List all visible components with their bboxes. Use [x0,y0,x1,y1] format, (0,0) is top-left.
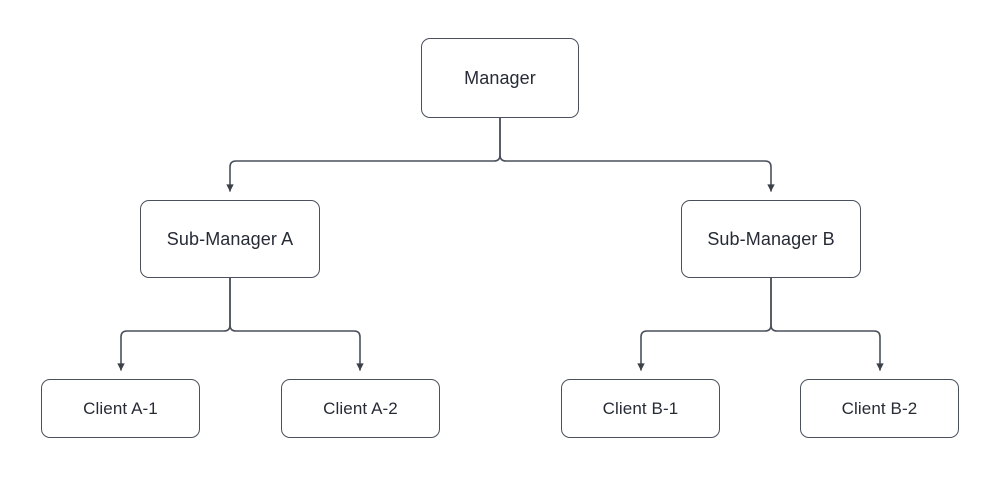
node-client-b-2-label: Client B-2 [841,399,918,418]
edge-sub-manager-a-client-a-2 [229,277,364,371]
node-client-a-1-label: Client A-1 [83,399,158,418]
node-sub-manager-b[interactable]: Sub-Manager B [681,200,861,278]
node-client-b-1[interactable]: Client B-1 [561,379,720,438]
node-sub-manager-a[interactable]: Sub-Manager A [140,200,320,278]
edge-sub-manager-b-client-b-2 [770,277,884,371]
node-client-a-2[interactable]: Client A-2 [281,379,440,438]
edge-manager-sub-manager-a [226,117,501,192]
node-manager[interactable]: Manager [421,38,579,118]
node-sub-manager-a-label: Sub-Manager A [166,229,294,249]
node-client-b-2[interactable]: Client B-2 [800,379,959,438]
node-manager-label: Manager [464,68,536,88]
node-client-a-2-label: Client A-2 [323,399,398,418]
edge-sub-manager-b-client-b-1 [637,277,772,371]
edge-manager-sub-manager-b [499,117,775,192]
node-sub-manager-b-label: Sub-Manager B [707,229,835,249]
node-client-a-1[interactable]: Client A-1 [41,379,200,438]
node-client-b-1-label: Client B-1 [602,399,679,418]
edge-sub-manager-a-client-a-1 [117,277,231,371]
